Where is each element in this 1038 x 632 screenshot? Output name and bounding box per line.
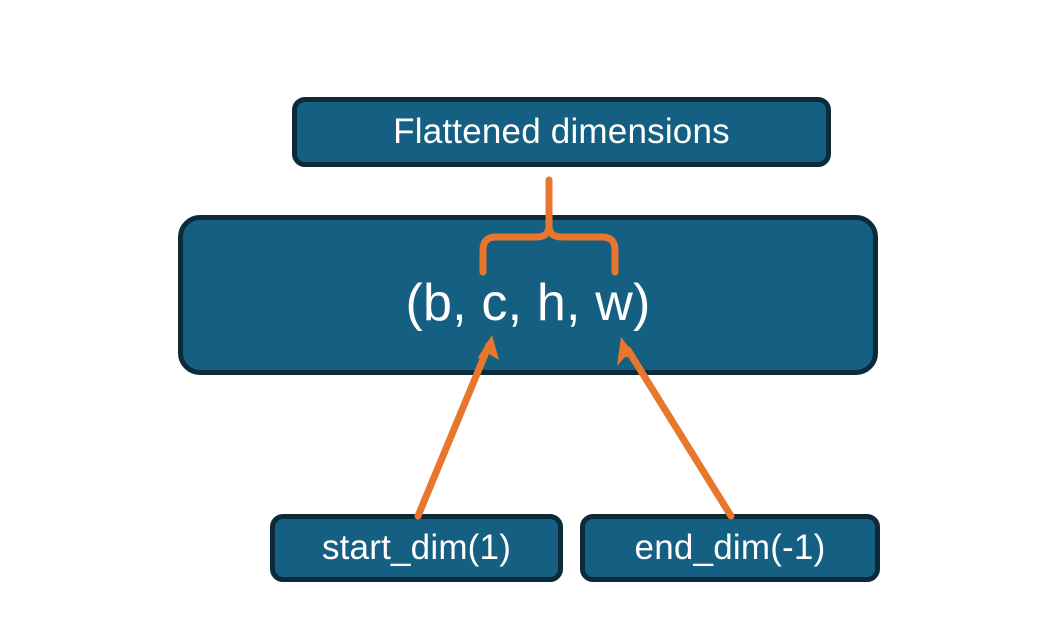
- node-start-dim[interactable]: start_dim(1): [270, 514, 563, 582]
- node-tensor-shape-label: (b, c, h, w): [405, 274, 651, 332]
- node-end-dim[interactable]: end_dim(-1): [580, 514, 880, 582]
- node-flattened-dimensions[interactable]: Flattened dimensions: [292, 97, 831, 167]
- node-end-dim-label: end_dim(-1): [634, 527, 826, 567]
- node-tensor-shape[interactable]: (b, c, h, w): [178, 215, 878, 375]
- node-start-dim-label: start_dim(1): [321, 527, 512, 567]
- node-flattened-dimensions-label: Flattened dimensions: [393, 111, 730, 151]
